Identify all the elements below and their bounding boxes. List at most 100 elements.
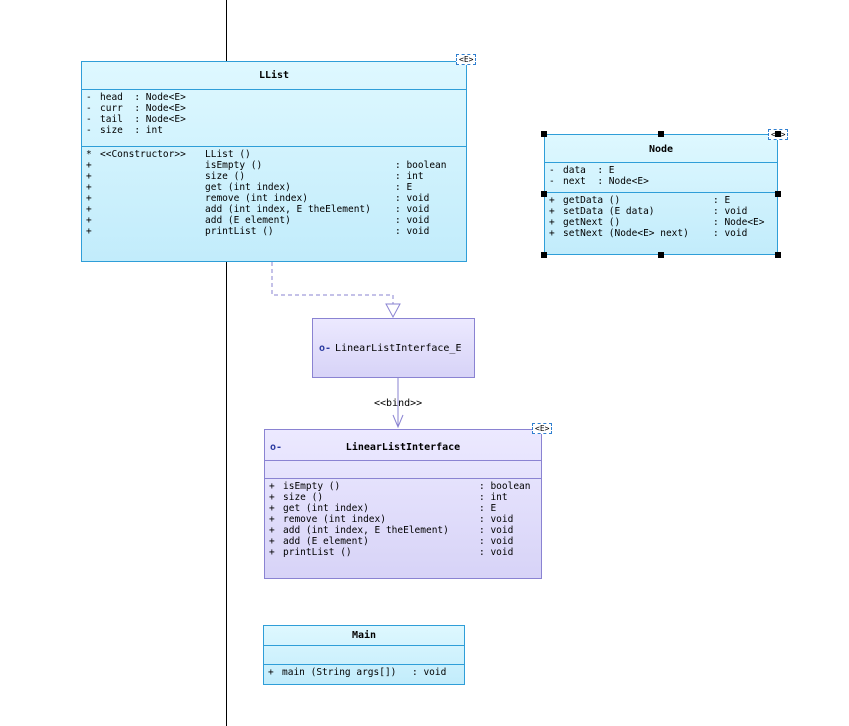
operation-stereotype bbox=[100, 204, 205, 215]
operation-signature: add (int index, E theElement) bbox=[283, 525, 449, 536]
llist-class[interactable]: LList -head : Node<E>-curr : Node<E>-tai… bbox=[81, 61, 467, 262]
member-row[interactable]: +setData (E data): void bbox=[549, 206, 773, 217]
operation-stereotype bbox=[100, 193, 205, 204]
member-row[interactable]: +setNext (Node<E> next): void bbox=[549, 228, 773, 239]
interface-attributes bbox=[265, 460, 541, 478]
main-class[interactable]: Main +main (String args[]): void bbox=[263, 625, 465, 685]
attribute-text: tail : Node<E> bbox=[100, 114, 186, 125]
node-class-name: Node bbox=[648, 144, 674, 155]
operation-return-type: : void bbox=[479, 525, 514, 536]
operation-return-type: : boolean bbox=[395, 160, 447, 171]
main-class-name: Main bbox=[351, 630, 377, 641]
member-row[interactable]: +add (E element): void bbox=[269, 536, 537, 547]
operation-signature: isEmpty () bbox=[205, 160, 263, 171]
operation-return-type: : void bbox=[479, 547, 514, 558]
visibility-marker: + bbox=[549, 206, 555, 217]
operation-signature: add (int index, E theElement) bbox=[205, 204, 371, 215]
operation-signature: size () bbox=[205, 171, 246, 182]
member-row[interactable]: +add (E element): void bbox=[86, 215, 462, 226]
member-row[interactable]: + isEmpty () : boolean bbox=[86, 160, 462, 171]
attribute-text: curr : Node<E> bbox=[100, 103, 186, 114]
member-row[interactable]: +printList (): void bbox=[269, 547, 537, 558]
interface-header: o- LinearListInterface bbox=[265, 430, 541, 460]
member-row[interactable]: + remove (int index) : void bbox=[86, 193, 462, 204]
resize-handle-bottom-left[interactable] bbox=[541, 252, 547, 258]
member-row[interactable]: -tail : Node<E> bbox=[86, 114, 462, 125]
resize-handle-top-center[interactable] bbox=[658, 131, 664, 137]
member-row[interactable]: +get (int index): E bbox=[86, 182, 462, 193]
member-row[interactable]: + add (int index, E theElement) : void bbox=[269, 525, 537, 536]
resize-handle-middle-right[interactable] bbox=[775, 191, 781, 197]
llist-class-header: LList bbox=[82, 62, 466, 89]
operation-return-type: : void bbox=[479, 514, 514, 525]
operation-signature: get (int index) bbox=[205, 182, 291, 193]
visibility-marker: + bbox=[549, 228, 555, 239]
operation-stereotype bbox=[100, 226, 205, 237]
member-row[interactable]: +size (): int bbox=[269, 492, 537, 503]
operation-return-type: : void bbox=[412, 667, 447, 678]
visibility-marker: - bbox=[86, 92, 92, 103]
resize-handle-bottom-center[interactable] bbox=[658, 252, 664, 258]
operation-signature: isEmpty () bbox=[283, 481, 341, 492]
attribute-text: head : Node<E> bbox=[100, 92, 186, 103]
attribute-text: data : E bbox=[563, 165, 615, 176]
visibility-marker: + bbox=[269, 525, 275, 536]
node-class[interactable]: Node -data : E-next : Node<E> +getData (… bbox=[544, 134, 778, 255]
member-row[interactable]: -data : E bbox=[549, 165, 773, 176]
realization-arrowhead bbox=[385, 303, 401, 319]
member-row[interactable]: *<<Constructor>>LList () bbox=[86, 149, 462, 160]
operation-signature: add (E element) bbox=[205, 215, 291, 226]
operation-signature: printList () bbox=[205, 226, 274, 237]
member-row[interactable]: -size : int bbox=[86, 125, 462, 136]
member-row[interactable]: +printList (): void bbox=[86, 226, 462, 237]
visibility-marker: + bbox=[269, 503, 275, 514]
node-class-header: Node bbox=[545, 135, 777, 162]
visibility-marker: + bbox=[268, 667, 274, 678]
visibility-marker: - bbox=[86, 103, 92, 114]
bound-interface[interactable]: o- LinearListInterface_E bbox=[312, 318, 475, 378]
member-row[interactable]: -next : Node<E> bbox=[549, 176, 773, 187]
linear-list-interface[interactable]: o- LinearListInterface +isEmpty (): bool… bbox=[264, 429, 542, 579]
operation-signature: get (int index) bbox=[283, 503, 369, 514]
resize-handle-middle-left[interactable] bbox=[541, 191, 547, 197]
bound-interface-name: LinearListInterface_E bbox=[335, 342, 462, 354]
resize-handle-bottom-right[interactable] bbox=[775, 252, 781, 258]
member-row[interactable]: +add (int index, E theElement): void bbox=[86, 204, 462, 215]
resize-handle-top-left[interactable] bbox=[541, 131, 547, 137]
main-attributes bbox=[264, 645, 464, 664]
visibility-marker: + bbox=[86, 160, 92, 171]
node-attributes: -data : E-next : Node<E> bbox=[545, 162, 777, 192]
operation-return-type: : E bbox=[479, 503, 497, 514]
operation-return-type: : void bbox=[713, 228, 748, 239]
member-row[interactable]: -curr : Node<E> bbox=[86, 103, 462, 114]
visibility-marker: - bbox=[549, 165, 555, 176]
operation-signature: getData () bbox=[563, 195, 621, 206]
main-operations: +main (String args[]): void bbox=[264, 664, 464, 684]
resize-handle-top-right[interactable] bbox=[775, 131, 781, 137]
operation-signature: size () bbox=[283, 492, 324, 503]
member-row[interactable]: +remove (int index): void bbox=[269, 514, 537, 525]
operation-signature: add (E element) bbox=[283, 536, 369, 547]
member-row[interactable]: +main (String args[]): void bbox=[268, 667, 460, 678]
operation-signature: setData (E data) bbox=[563, 206, 655, 217]
member-row[interactable]: +getNext (): Node<E> bbox=[549, 217, 773, 228]
interface-operations: +isEmpty (): boolean+size (): int+get (i… bbox=[265, 478, 541, 578]
member-row[interactable]: +size (): int bbox=[86, 171, 462, 182]
member-row[interactable]: -head : Node<E> bbox=[86, 92, 462, 103]
realization-connector[interactable] bbox=[271, 262, 394, 304]
visibility-marker: + bbox=[269, 492, 275, 503]
operation-return-type: : E bbox=[395, 182, 413, 193]
operation-signature: LList () bbox=[205, 149, 251, 160]
member-row[interactable]: +isEmpty (): boolean bbox=[269, 481, 537, 492]
node-operations: +getData (): E+setData (E data): void+ge… bbox=[545, 192, 777, 254]
member-row[interactable]: +getData (): E bbox=[549, 195, 773, 206]
operation-signature: remove (int index) bbox=[205, 193, 308, 204]
visibility-marker: + bbox=[269, 481, 275, 492]
operation-stereotype: <<Constructor>> bbox=[100, 149, 186, 160]
member-row[interactable]: + get (int index) : E bbox=[269, 503, 537, 514]
operation-stereotype bbox=[100, 215, 205, 226]
visibility-marker: + bbox=[549, 217, 555, 228]
visibility-marker: + bbox=[86, 193, 92, 204]
visibility-marker: - bbox=[86, 125, 92, 136]
operation-return-type: : void bbox=[395, 193, 430, 204]
